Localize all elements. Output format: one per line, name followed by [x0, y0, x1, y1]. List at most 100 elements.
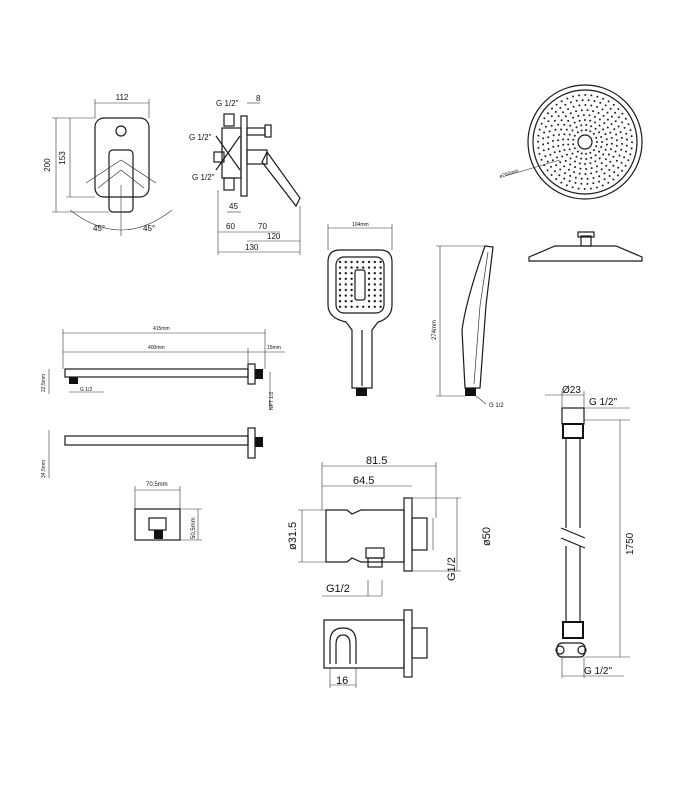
nozzle-dot — [612, 155, 615, 158]
nozzle-dot — [578, 104, 581, 107]
wall-outlet-side: 81.5 64.5 ø31.5 ø50 G1/2 G1/2 — [287, 455, 493, 597]
nozzle-dot — [575, 155, 578, 158]
hand-nozzle-dot — [344, 294, 347, 297]
nozzle-dot — [601, 141, 603, 143]
hose-thread-bottom: G 1/2" — [584, 666, 612, 677]
nozzle-dot — [621, 121, 624, 124]
nozzle-dot — [623, 156, 626, 159]
nozzle-dot — [615, 133, 618, 136]
hose-top-ferrule — [562, 423, 584, 439]
nozzle-dot — [604, 133, 607, 136]
hand-nozzle-dot — [338, 283, 342, 286]
dim-mixer-height-total: 200 — [43, 158, 52, 172]
dim-arm-flange: 15mm — [267, 345, 281, 351]
hand-nozzle-dot — [350, 300, 353, 303]
nozzle-dot — [595, 145, 598, 148]
nozzle-dot — [542, 137, 545, 140]
dim-outlet-partial: 64.5 — [353, 475, 374, 487]
nozzle-dot — [619, 131, 622, 134]
nozzle-dot — [560, 181, 563, 184]
nozzle-dot — [555, 103, 558, 106]
nozzle-dot — [553, 119, 556, 122]
mixer-front-view: 112 200 153 45° 45° — [43, 93, 173, 236]
nozzle-dot — [606, 111, 609, 114]
hand-nozzle-dot — [367, 260, 371, 264]
nozzle-dot — [602, 114, 605, 117]
hand-nozzle-dot — [350, 277, 353, 280]
nozzle-dot — [603, 122, 606, 125]
nozzle-dot — [595, 136, 598, 139]
low-connector — [223, 177, 235, 191]
nozzle-dot — [600, 162, 603, 165]
nozzle-dot — [604, 148, 607, 151]
nozzle-dot — [594, 154, 597, 157]
nozzle-dot — [618, 154, 621, 157]
nozzle-dot — [596, 165, 598, 168]
hand-nozzle-dot — [379, 266, 382, 269]
nozzle-dot — [567, 119, 570, 122]
hand-nozzle-dot — [367, 266, 371, 269]
nozzle-dot — [600, 136, 603, 138]
nozzle-dot — [590, 104, 593, 107]
wall-outlet-top: 16 — [323, 609, 428, 688]
nozzle-dot — [568, 148, 571, 151]
nozzle-dot — [538, 128, 541, 131]
dim-hose-length: 1750 — [625, 532, 636, 555]
dim-45: 45 — [229, 202, 238, 211]
nozzle-dot — [550, 174, 553, 176]
nozzle-dot — [586, 182, 589, 185]
nozzle-dot — [562, 143, 565, 146]
nozzle-dot — [557, 123, 560, 126]
nozzle-dot — [577, 114, 580, 117]
nozzle-dot — [629, 153, 632, 156]
nozzle-dot — [602, 97, 605, 100]
outlet-holder — [329, 627, 357, 664]
hand-nozzle-dot — [350, 266, 353, 269]
nozzle-dot — [617, 166, 620, 169]
nozzle-dot — [567, 143, 570, 146]
hand-nozzle-dot — [362, 305, 365, 308]
nozzle-dot — [569, 112, 572, 115]
hand-shower-side-outline — [461, 245, 494, 389]
nozzle-dot — [543, 117, 546, 120]
nozzle-dot — [610, 142, 613, 145]
hand-nozzle-dot — [362, 266, 365, 269]
nozzle-dot — [595, 170, 598, 173]
nozzle-dot — [544, 155, 547, 158]
nozzle-dot — [588, 114, 591, 117]
nozzle-dot — [578, 172, 581, 175]
nozzle-dot — [575, 126, 578, 129]
nozzle-dot — [544, 125, 547, 128]
nozzle-dot — [621, 169, 624, 172]
nozzle-dot — [624, 150, 627, 153]
nozzle-dot — [555, 164, 558, 167]
nozzle-dot — [572, 95, 575, 98]
hand-nozzle-dot — [379, 288, 382, 292]
nozzle-dot — [542, 143, 545, 146]
hand-nozzle-dot — [379, 305, 382, 308]
nozzle-dot — [584, 163, 587, 165]
nozzle-dot — [598, 157, 601, 160]
nozzle-dot — [589, 119, 592, 122]
hand-nozzle-dot — [362, 260, 365, 264]
nozzle-dot — [568, 180, 571, 183]
nozzle-dot — [605, 143, 608, 146]
nozzle-dot — [615, 144, 618, 147]
nozzle-dot — [596, 141, 598, 143]
nozzle-dot — [578, 119, 581, 122]
hand-nozzle-dot — [344, 266, 347, 269]
nozzle-dot — [599, 101, 602, 104]
nozzle-dot — [581, 99, 584, 102]
nozzle-dot — [604, 104, 607, 107]
hand-nozzle-dot — [356, 260, 359, 264]
arm-flange — [247, 363, 256, 385]
nozzle-dot — [559, 107, 562, 109]
nozzle-dot — [597, 112, 600, 114]
shower-arm-bottom: 34,5mm — [41, 427, 263, 478]
hand-nozzle-dot — [344, 272, 347, 275]
nozzle-dot — [614, 120, 617, 123]
dim-70: 70 — [258, 222, 267, 231]
nozzle-dot — [604, 158, 607, 161]
nozzle-field — [537, 94, 633, 190]
hand-nozzle-dot — [367, 272, 371, 275]
